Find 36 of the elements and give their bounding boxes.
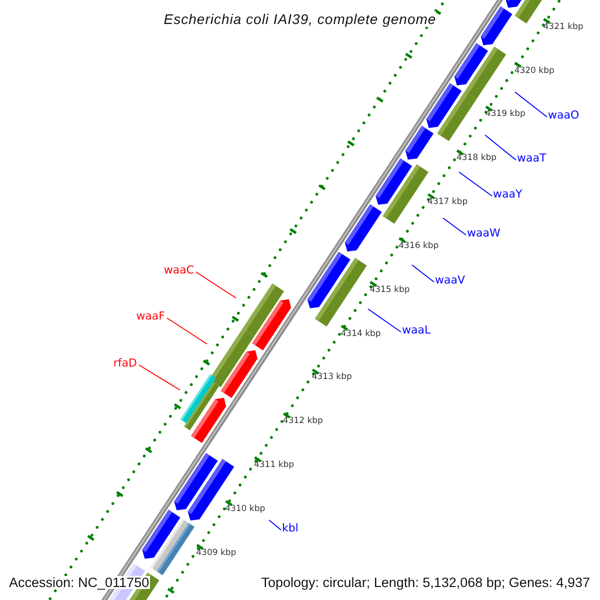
leader-line — [166, 318, 208, 344]
gene-label: waaL — [402, 324, 431, 336]
scale-label: 4319 kbp — [485, 110, 526, 119]
gene-label: waaY — [493, 188, 522, 200]
leader-line — [412, 264, 434, 282]
gene-label: rfaD — [113, 358, 137, 368]
leader-line — [442, 218, 466, 236]
leader-line — [138, 364, 180, 390]
gene-label: waaC — [164, 264, 194, 276]
leader-line — [196, 272, 236, 298]
scale-label: 4309 kbp — [196, 548, 236, 558]
gene-label: waaF — [136, 310, 165, 322]
gene-label: waaV — [435, 274, 466, 286]
gene-label: waaT — [517, 152, 546, 164]
gene-label: kbl — [282, 522, 298, 534]
gene-label: waaW — [467, 228, 500, 238]
leader-line — [368, 308, 402, 332]
genome-title: Escherichia coli IAI39, complete genome — [164, 11, 436, 27]
scale-label: 4316 kbp — [398, 242, 439, 250]
scale-label: 4318 kbp — [456, 154, 497, 163]
leader-line — [484, 134, 516, 160]
scale-label: 4310 kbp — [225, 504, 266, 514]
footer-text: Topology: circular; Length: 5,132,068 bp; Genes: 4,937 — [260, 576, 591, 589]
leader-line — [268, 520, 282, 530]
scale-label: 4312 kbp — [282, 417, 323, 426]
footer-text: Accession: NC_011750 — [8, 576, 150, 589]
scale-label: 4311 kbp — [254, 461, 294, 470]
scale-label: 4313 kbp — [312, 373, 352, 382]
scale-label: 4321 kbp — [543, 22, 584, 32]
scale-label: 4320 kbp — [514, 66, 554, 76]
scale-label: 4315 kbp — [370, 286, 410, 294]
leader-line — [458, 172, 492, 196]
scale-label: 4317 kbp — [428, 198, 468, 207]
scale-label: 4314 kbp — [340, 330, 381, 338]
gene-label: waaO — [548, 110, 580, 120]
leader-line — [514, 92, 548, 118]
